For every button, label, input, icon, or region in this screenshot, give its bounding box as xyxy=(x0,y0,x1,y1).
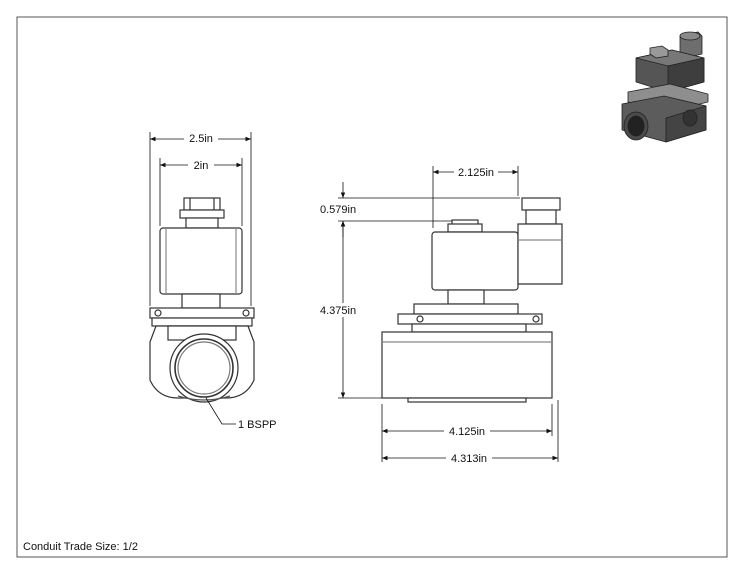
dim-overall-width: 2.5in xyxy=(189,133,213,145)
front-view-dimensions xyxy=(149,132,252,425)
sheet-border xyxy=(16,16,728,558)
dim-top-height: 0.579in xyxy=(320,204,356,216)
dim-overall-height: 4.375in xyxy=(320,305,356,317)
port-callout: 1 BSPP xyxy=(238,419,277,431)
front-view xyxy=(149,197,255,403)
dim-coil-width: 2in xyxy=(194,160,209,172)
dim-coil-offset: 2.125in xyxy=(458,167,494,179)
dim-body-length: 4.125in xyxy=(449,426,485,438)
conduit-trade-size-note: Conduit Trade Size: 1/2 xyxy=(23,541,138,553)
dim-overall-length: 4.313in xyxy=(451,453,487,465)
side-view xyxy=(381,197,563,403)
isometric-valve-illustration xyxy=(621,31,709,143)
